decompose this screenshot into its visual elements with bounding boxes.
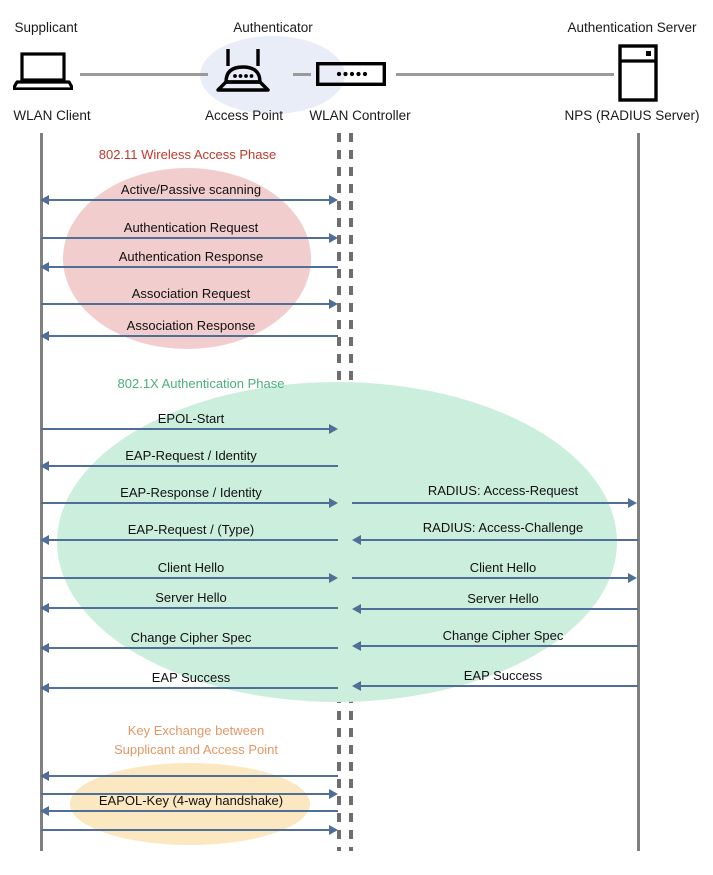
arrow-head-left-server-hello-left (40, 603, 49, 613)
message-line-association-response (46, 335, 338, 337)
message-label-association-response: Association Response (126, 318, 256, 333)
phase-caption-key-exchange-line1: Key Exchange between (127, 723, 265, 738)
message-label-authentication-response: Authentication Response (118, 249, 264, 264)
actor-node-access-point: Access Point (204, 108, 284, 123)
message-line-authentication-response (46, 266, 338, 268)
lifeline-supplicant (40, 133, 43, 851)
message-line-eap-request-identity (46, 465, 338, 467)
message-line-radius-access-request (352, 502, 631, 504)
message-line-change-cipher-spec-left (46, 647, 338, 649)
message-label-client-hello-right: Client Hello (469, 560, 537, 575)
wlan-controller-icon (316, 62, 386, 87)
arrow-head-left-eap-success-left (40, 683, 49, 693)
arrow-head-left-eap-request-identity (40, 461, 49, 471)
phase-caption-dot1x-authentication: 802.1X Authentication Phase (117, 376, 285, 391)
actor-node-wlan-client: WLAN Client (13, 108, 91, 123)
message-label-change-cipher-spec-left: Change Cipher Spec (130, 630, 252, 645)
message-line-eap-response-identity (41, 502, 333, 504)
message-line-eap-success-right (358, 685, 638, 687)
arrow-head-left-server-hello-right (352, 604, 361, 614)
arrow-head-right-client-hello-right (628, 573, 637, 583)
arrow-head-left-radius-access-challenge (352, 535, 361, 545)
message-line-eapol-key-1 (46, 775, 338, 777)
message-line-server-hello-left (46, 607, 338, 609)
message-line-eap-success-left (46, 687, 338, 689)
message-label-eap-request-identity: EAP-Request / Identity (125, 448, 257, 463)
arrow-head-left-change-cipher-spec-right (352, 641, 361, 651)
arrow-head-right-client-hello-left (329, 573, 338, 583)
arrow-head-right-authentication-request (329, 233, 338, 243)
arrow-head-left-change-cipher-spec-left (40, 643, 49, 653)
link-client-to-ap (80, 73, 208, 76)
arrow-head-left-authentication-response (40, 262, 49, 272)
message-label-server-hello-right: Server Hello (467, 591, 539, 606)
arrow-head-left-eap-success-right (352, 681, 361, 691)
arrow-head-right-active-passive-scanning (329, 195, 338, 205)
arrow-head-right-eapol-key-4 (329, 825, 338, 835)
link-controller-to-nps (396, 73, 614, 76)
laptop-icon (11, 52, 75, 91)
message-label-eap-success-right: EAP Success (463, 668, 543, 683)
message-line-client-hello-left (41, 577, 333, 579)
actor-role-supplicant: Supplicant (14, 20, 78, 35)
message-line-eap-request-type (46, 539, 338, 541)
message-label-radius-access-request: RADIUS: Access-Request (427, 483, 579, 498)
message-label-eap-response-identity: EAP-Response / Identity (120, 485, 262, 500)
arrow-head-right-epol-start (329, 424, 338, 434)
message-line-association-request (41, 303, 333, 305)
message-line-radius-access-challenge (358, 539, 638, 541)
phase-ellipse-wireless-access (63, 168, 311, 349)
arrow-head-left-association-response (40, 331, 49, 341)
actor-node-wlan-controller: WLAN Controller (309, 108, 411, 123)
arrow-head-left-eapol-key-1 (40, 771, 49, 781)
actor-role-authentication-server: Authentication Server (567, 20, 697, 35)
arrow-head-left-eapol-key-3 (40, 806, 49, 816)
message-label-client-hello-left: Client Hello (157, 560, 225, 575)
message-line-active-passive-scanning (46, 199, 333, 201)
message-line-epol-start (41, 428, 333, 430)
message-line-eapol-key-4 (41, 829, 333, 831)
arrow-head-right-eapol-key-2 (329, 789, 338, 799)
actor-node-nps-radius-server: NPS (RADIUS Server) (564, 108, 700, 123)
message-label-radius-access-challenge: RADIUS: Access-Challenge (422, 520, 584, 535)
message-line-client-hello-right (352, 577, 631, 579)
arrow-head-right-association-request (329, 299, 338, 309)
arrow-head-right-eap-response-identity (329, 498, 338, 508)
access-point-icon (214, 48, 272, 93)
message-line-eapol-key-2 (41, 793, 333, 795)
message-label-eapol-key-group: EAPOL-Key (4-way handshake) (98, 793, 284, 808)
message-line-authentication-request (41, 237, 333, 239)
message-line-eapol-key-3 (46, 810, 338, 812)
message-label-change-cipher-spec-right: Change Cipher Spec (442, 628, 564, 643)
server-icon (618, 44, 658, 102)
arrow-head-right-radius-access-request (628, 498, 637, 508)
message-label-authentication-request: Authentication Request (123, 220, 259, 235)
message-label-eap-success-left: EAP Success (151, 670, 231, 685)
message-label-epol-start: EPOL-Start (157, 411, 225, 426)
actor-role-authenticator: Authenticator (233, 20, 313, 35)
message-label-active-passive-scanning: Active/Passive scanning (120, 182, 262, 197)
message-line-change-cipher-spec-right (358, 645, 638, 647)
phase-caption-wireless-access: 802.11 Wireless Access Phase (98, 147, 277, 162)
link-ap-to-controller (293, 73, 311, 76)
phase-caption-key-exchange-line2: Supplicant and Access Point (113, 742, 279, 757)
message-line-server-hello-right (358, 608, 638, 610)
message-label-eap-request-type: EAP-Request / (Type) (127, 522, 255, 537)
message-label-server-hello-left: Server Hello (155, 590, 227, 605)
arrow-head-left-eap-request-type (40, 535, 49, 545)
message-label-association-request: Association Request (131, 286, 251, 301)
arrow-head-left-active-passive-scanning (40, 195, 49, 205)
lifeline-nps (637, 133, 640, 851)
authenticator-halo (200, 36, 345, 114)
